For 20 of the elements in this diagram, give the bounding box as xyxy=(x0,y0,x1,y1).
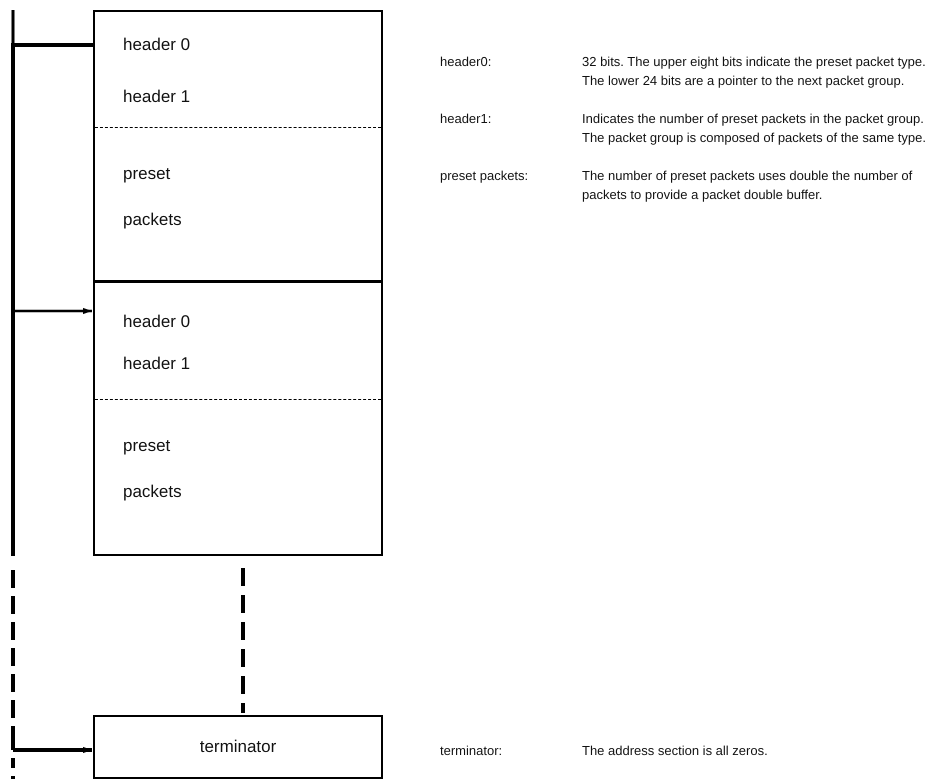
term-label: preset packets: xyxy=(440,167,530,185)
term-label: terminator: xyxy=(440,742,504,760)
term-label: header0: xyxy=(440,53,492,71)
packet-group-box xyxy=(93,10,383,283)
packet-group-box xyxy=(93,280,383,556)
description-text: 32 bits. The upper eight bits indicate the preset packet type. The lower 24 bits are a pointer to the next packet group. xyxy=(582,53,927,90)
field-label: header 0 xyxy=(123,35,190,55)
field-label: header 1 xyxy=(123,354,190,374)
pointer-arrow xyxy=(11,43,93,754)
description-text: The address section is all zeros. xyxy=(582,742,769,760)
term-label: header1: xyxy=(440,110,492,128)
terminator-box xyxy=(93,715,383,779)
continuation-line xyxy=(241,568,245,713)
field-label: preset packets xyxy=(123,435,183,503)
description-text: The number of preset packets uses double the number of packets to provide a packet double buffer. xyxy=(582,167,914,204)
description-text: Indicates the number of preset packets in the packet group. The packet group is composed of packets of the same type. xyxy=(582,110,927,147)
field-label: terminator xyxy=(198,737,278,757)
field-label: preset packets xyxy=(123,163,183,231)
field-label: header 0 xyxy=(123,312,190,332)
field-label: header 1 xyxy=(123,87,190,107)
